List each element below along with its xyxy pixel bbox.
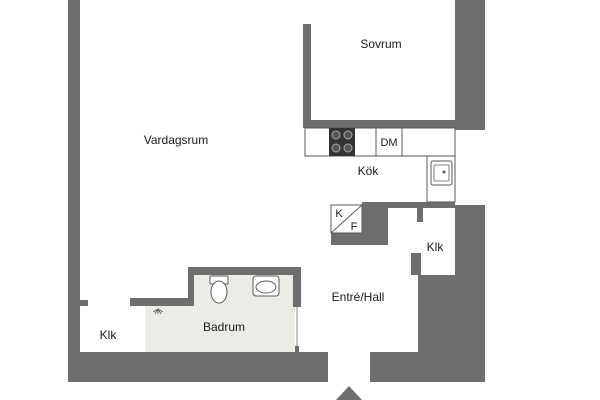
wall-bathroom-top (188, 267, 301, 275)
wall-left-outer (68, 0, 80, 382)
room-label-vardagsrum: Vardagsrum (144, 133, 208, 147)
kitchen-counter (304, 127, 456, 234)
wall-stub-kitchen (417, 208, 423, 222)
wall-right-outer (455, 0, 485, 130)
fridge-freezer-divider (330, 204, 363, 234)
wall-stub-right (411, 253, 421, 275)
wall-bathroom-left (130, 298, 194, 306)
washbasin-bowl (255, 280, 277, 294)
shower-icon (152, 308, 164, 315)
walls (68, 0, 485, 400)
wall-stub-bathroom-left (130, 298, 138, 306)
room-label-klk-right: Klk (427, 240, 445, 254)
wall-stub-left (80, 300, 88, 306)
wall-bottom-left (68, 352, 328, 382)
room-label-kok: Kök (358, 164, 380, 178)
bathroom-fixtures (152, 275, 280, 315)
toilet-bowl (210, 280, 228, 304)
stove-burner (331, 143, 341, 153)
wall-bedroom-vertical (303, 24, 311, 128)
room-label-entre-hall: Entré/Hall (332, 290, 385, 304)
stove-burner (343, 130, 353, 140)
stove-burner (331, 130, 341, 140)
wall-bathroom-left-step (188, 267, 194, 305)
wall-bedroom-horizontal (303, 120, 455, 128)
appliance-label-dishwasher: DM (380, 137, 397, 149)
room-label-klk-left: Klk (100, 328, 118, 342)
wall-bathroom-right (293, 267, 301, 307)
sink-tap (442, 170, 446, 174)
stove-burner (343, 143, 353, 153)
sink-basin (433, 164, 450, 182)
entry-arrow (336, 386, 362, 400)
room-label-sovrum: Sovrum (360, 37, 401, 51)
room-label-badrum: Badrum (203, 320, 245, 334)
wall-right-lower (418, 205, 485, 382)
appliance-label-k: K (335, 208, 343, 220)
bathroom-door-stub (295, 346, 299, 352)
appliance-label-f: F (351, 221, 358, 233)
dishwasher (375, 127, 403, 157)
